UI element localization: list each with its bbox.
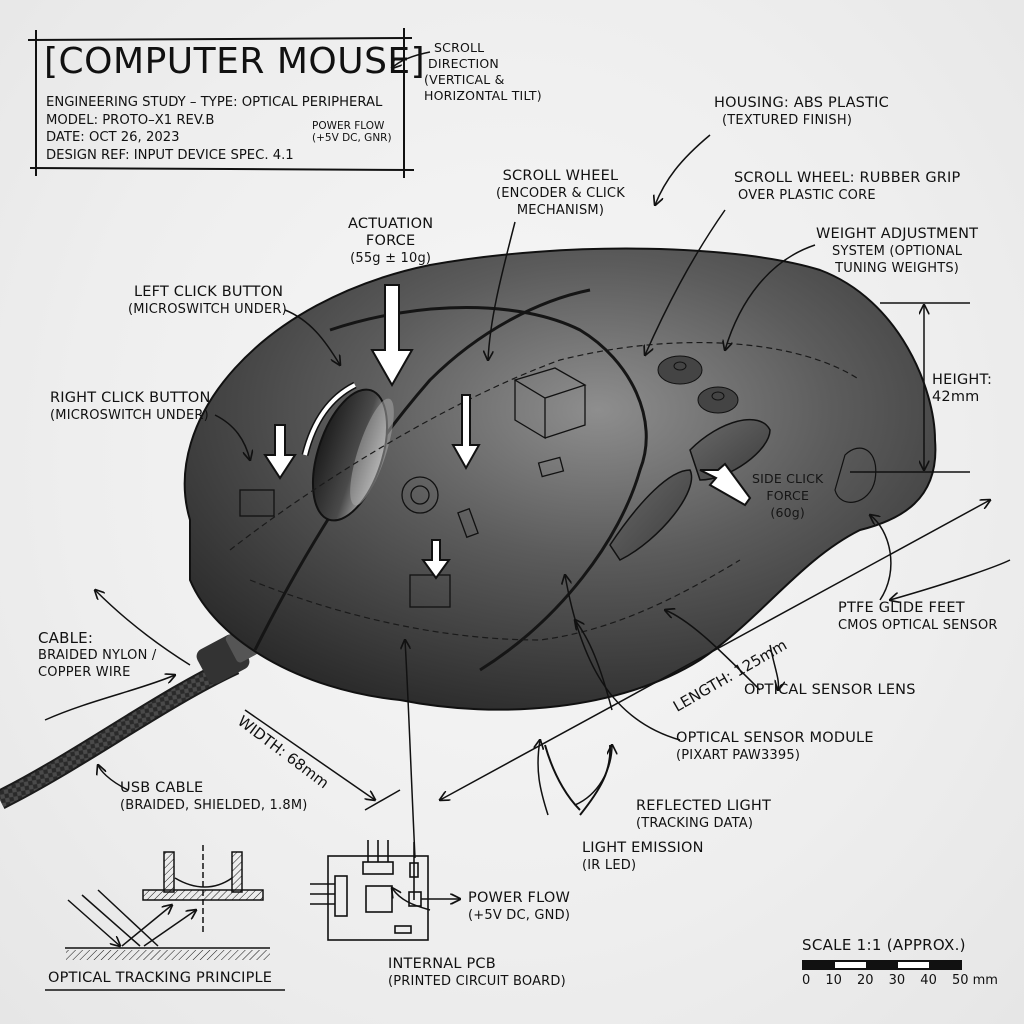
scale-ticks: 0 10 20 30 40 50 mm <box>802 973 998 988</box>
label-line: CMOS OPTICAL SENSOR <box>838 618 998 633</box>
label-cable: CABLE: BRAIDED NYLON / COPPER WIRE <box>38 630 156 681</box>
label-line: LIGHT EMISSION <box>582 840 704 856</box>
scale-title: SCALE 1:1 (APPROX.) <box>802 936 966 954</box>
label-line: PTFE GLIDE FEET <box>838 600 965 616</box>
label-line: MECHANISM) <box>516 203 605 218</box>
label-optical-tracking-principle: OPTICAL TRACKING PRINCIPLE <box>48 970 273 986</box>
label-weight-system: WEIGHT ADJUSTMENT SYSTEM (OPTIONAL TUNIN… <box>816 226 978 277</box>
scale-bar: SCALE 1:1 (APPROX.) 0 10 20 30 40 50 mm <box>802 936 1002 988</box>
label-line: COPPER WIRE <box>38 665 131 680</box>
label-line: RIGHT CLICK BUTTON <box>50 390 211 406</box>
label-right-click: RIGHT CLICK BUTTON (MICROSWITCH UNDER) <box>50 390 211 424</box>
meta-model: MODEL: PROTO–X1 REV.B <box>46 112 215 128</box>
label-line: LEFT CLICK BUTTON <box>134 284 284 300</box>
label-line: SCROLL WHEEL <box>502 168 619 184</box>
label-line: (+5V DC, GND) <box>468 908 571 923</box>
title-box-frame <box>27 28 415 178</box>
scale-tick: 50 mm <box>951 973 998 988</box>
dimension-lines <box>244 302 990 811</box>
page-title: [COMPUTER MOUSE] <box>44 41 426 82</box>
label-line: DIRECTION <box>428 56 499 71</box>
label-line: FORCE <box>766 488 810 503</box>
label-line: WEIGHT ADJUSTMENT <box>816 226 979 242</box>
label-line: (MICROSWITCH UNDER) <box>50 408 209 423</box>
label-line: ACTUATION <box>348 216 434 232</box>
scale-tick: 40 <box>920 973 937 988</box>
label-line: 42mm <box>932 389 980 405</box>
label-ptfe-feet: PTFE GLIDE FEET CMOS OPTICAL SENSOR <box>838 600 998 634</box>
label-line: SIDE CLICK <box>752 471 824 486</box>
label-line: (PRINTED CIRCUIT BOARD) <box>388 974 566 989</box>
label-line: POWER FLOW <box>468 890 570 906</box>
label-left-click: LEFT CLICK BUTTON (MICROSWITCH UNDER) <box>128 284 287 318</box>
label-line: (60g) <box>770 505 805 520</box>
label-line: SYSTEM (OPTIONAL <box>832 244 963 259</box>
label-line: (BRAIDED, SHIELDED, 1.8M) <box>120 798 308 813</box>
label-line: SCROLL WHEEL: RUBBER GRIP <box>734 170 961 186</box>
label-height: HEIGHT: 42mm <box>932 372 992 406</box>
optical-tracking-diagram <box>45 845 285 991</box>
label-line: (TRACKING DATA) <box>636 816 754 831</box>
label-scroll-direction: SCROLL DIRECTION (VERTICAL & HORIZONTAL … <box>424 40 542 104</box>
label-line: USB CABLE <box>120 780 204 796</box>
label-line: (ENCODER & CLICK <box>496 186 625 201</box>
power-flow-note-line1: POWER FLOW <box>312 120 385 132</box>
scale-tick: 20 <box>857 973 874 988</box>
title-power-flow-note: POWER FLOW (+5V DC, GNR) <box>312 120 392 144</box>
label-line: FORCE <box>365 233 416 249</box>
power-flow-note-line2: (+5V DC, GNR) <box>312 132 392 144</box>
scale-tick: 30 <box>888 973 906 988</box>
label-line: (MICROSWITCH UNDER) <box>128 302 287 317</box>
label-line: SCROLL <box>434 40 485 55</box>
label-sensor-lens: OPTICAL SENSOR LENS <box>744 682 916 699</box>
label-line: OPTICAL SENSOR LENS <box>744 682 916 698</box>
label-line: HORIZONTAL TILT) <box>424 88 542 103</box>
force-arrows <box>263 284 752 580</box>
label-line: BRAIDED NYLON / <box>38 648 157 663</box>
pcb-diagram <box>310 840 460 941</box>
label-line: REFLECTED LIGHT <box>636 798 772 814</box>
label-line: HEIGHT: <box>932 372 993 388</box>
label-line: OVER PLASTIC CORE <box>738 188 876 203</box>
scale-bar-graphic <box>802 960 962 970</box>
label-internal-pcb: INTERNAL PCB (PRINTED CIRCUIT BOARD) <box>388 956 566 990</box>
label-scroll-wheel-grip: SCROLL WHEEL: RUBBER GRIP OVER PLASTIC C… <box>734 170 960 204</box>
label-line: (55g ± 10g) <box>350 251 432 266</box>
meta-study-type: ENGINEERING STUDY – TYPE: OPTICAL PERIPH… <box>46 95 383 110</box>
label-side-click-force: SIDE CLICK FORCE (60g) <box>752 470 823 521</box>
label-line: TUNING WEIGHTS) <box>835 261 960 276</box>
label-power-flow: POWER FLOW (+5V DC, GND) <box>468 890 570 924</box>
scale-tick: 10 <box>825 973 842 988</box>
label-line: (IR LED) <box>582 858 637 873</box>
scale-tick: 0 <box>802 973 811 988</box>
label-line: (TEXTURED FINISH) <box>722 113 853 128</box>
label-line: CABLE: <box>38 629 94 647</box>
meta-design-ref: DESIGN REF: INPUT DEVICE SPEC. 4.1 <box>46 147 294 163</box>
label-line: OPTICAL SENSOR MODULE <box>676 730 874 746</box>
label-line: (VERTICAL & <box>424 72 505 87</box>
label-light-emission: LIGHT EMISSION (IR LED) <box>582 840 704 874</box>
meta-date: DATE: OCT 26, 2023 <box>46 130 180 145</box>
label-line: INTERNAL PCB <box>388 956 496 972</box>
light-arrows <box>544 744 612 816</box>
label-reflected-light: REFLECTED LIGHT (TRACKING DATA) <box>636 798 771 832</box>
label-usb-cable: USB CABLE (BRAIDED, SHIELDED, 1.8M) <box>120 780 308 814</box>
label-sensor-module: OPTICAL SENSOR MODULE (PIXART PAW3395) <box>676 730 874 764</box>
label-actuation-force: ACTUATION FORCE (55g ± 10g) <box>348 216 433 267</box>
label-housing: HOUSING: ABS PLASTIC (TEXTURED FINISH) <box>714 95 889 129</box>
label-line: (PIXART PAW3395) <box>676 748 801 763</box>
title-metadata: ENGINEERING STUDY – TYPE: OPTICAL PERIPH… <box>46 94 382 164</box>
label-line: HOUSING: ABS PLASTIC <box>714 95 889 111</box>
label-scroll-wheel-encoder: SCROLL WHEEL (ENCODER & CLICK MECHANISM) <box>496 168 625 219</box>
